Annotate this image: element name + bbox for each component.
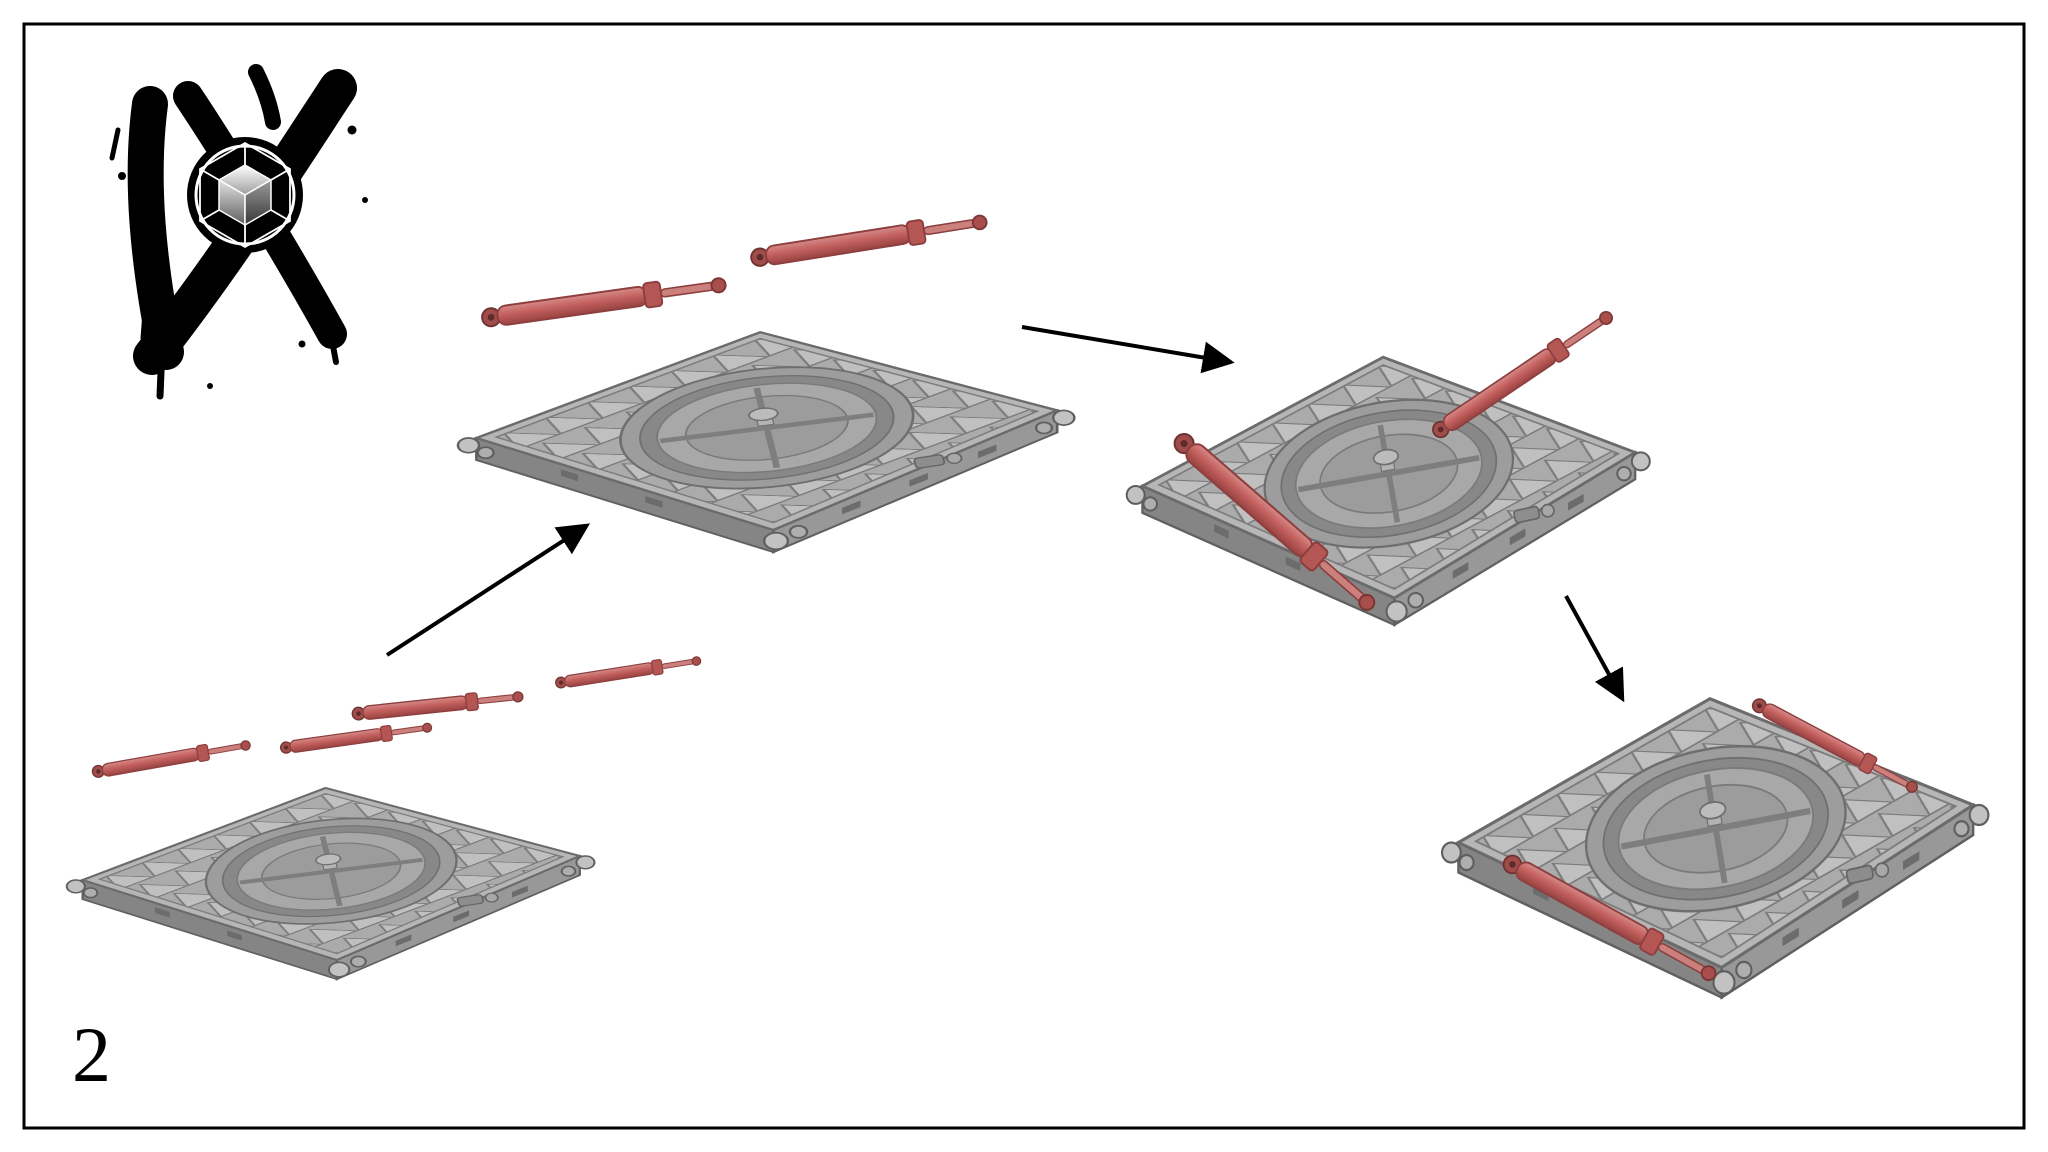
brand-logo (109, 64, 368, 400)
rod-part (278, 718, 434, 757)
ink-splatter-icon (118, 125, 368, 389)
flow-arrow-stage3-to-stage4 (1564, 595, 1625, 703)
chassis-part (1442, 699, 1988, 998)
rod-part (479, 271, 729, 332)
rod-part (748, 208, 990, 272)
chassis-part (458, 332, 1074, 552)
flow-arrow-stage2-to-stage3 (1021, 325, 1235, 374)
step-number: 2 (72, 1011, 111, 1098)
assembly-stage-1 (67, 652, 703, 979)
cube-logo-icon (187, 137, 303, 253)
page-border (22, 22, 2026, 1130)
rod-part (90, 736, 253, 781)
rod-part (553, 652, 703, 692)
flow-arrow-stage1-to-stage2 (385, 523, 591, 657)
chassis-part (67, 788, 595, 979)
assembly-stage-4 (1442, 693, 1988, 998)
assembly-flow-arrows (385, 325, 1625, 703)
assembly-stage-2 (458, 208, 1074, 552)
rod-part (350, 687, 525, 724)
assembly-stage-3 (1127, 304, 1650, 625)
chassis-part (1127, 357, 1650, 625)
